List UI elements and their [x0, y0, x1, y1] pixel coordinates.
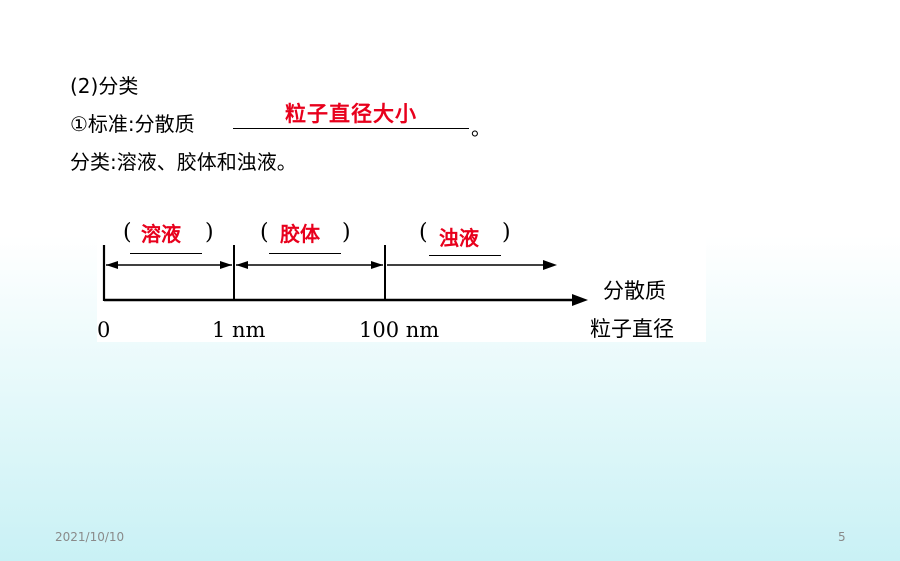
underline-3	[429, 255, 501, 256]
paren-open-2: (	[260, 220, 269, 245]
paren-open-3: (	[419, 220, 428, 245]
section-heading: (2)分类	[70, 74, 139, 98]
answer-suspension: 浊液	[437, 222, 481, 251]
axis-label-line1: 分散质	[603, 279, 666, 303]
paren-close-1: )	[205, 220, 214, 245]
underline-1	[130, 253, 202, 254]
standard-prefix: ①标准:分散质	[70, 112, 195, 136]
answer-blank-line	[233, 128, 469, 129]
standard-suffix: 。	[471, 116, 491, 140]
classification-line: 分类:溶液、胶体和浊液。	[70, 150, 297, 174]
particle-size-diagram: ( 溶液 ) ( 胶体 ) ( 浊液 ) 0 1 nm 100 nm 分散质 粒…	[97, 215, 706, 342]
paren-close-2: )	[342, 220, 351, 245]
tick-label-0: 0	[97, 318, 111, 342]
paren-open-1: (	[123, 220, 132, 245]
axis-label-line2: 粒子直径	[590, 317, 674, 341]
footer-date: 2021/10/10	[55, 530, 125, 544]
page-number: 5	[838, 530, 846, 544]
diagram-arrows	[102, 245, 588, 306]
tick-label-100nm: 100 nm	[359, 318, 440, 342]
answer-solution: 溶液	[139, 218, 183, 247]
answer-colloid: 胶体	[278, 218, 322, 247]
standard-answer: 粒子直径大小	[285, 102, 417, 126]
underline-2	[269, 253, 341, 254]
paren-close-3: )	[502, 220, 511, 245]
tick-label-1nm: 1 nm	[212, 318, 266, 342]
